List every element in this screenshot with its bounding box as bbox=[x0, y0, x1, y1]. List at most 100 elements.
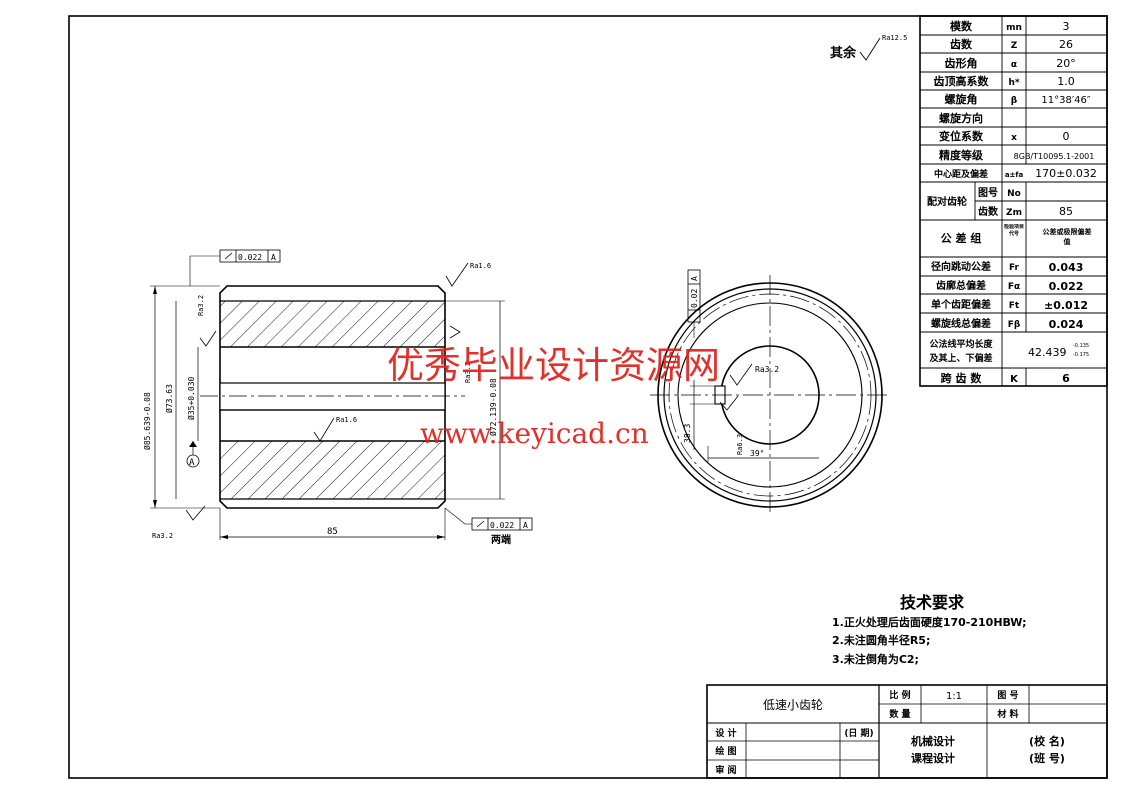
param-name-6: 变位系数 bbox=[939, 129, 984, 143]
watermark-line1: 优秀毕业设计资源网 bbox=[387, 344, 720, 387]
draw-label: 绘 图 bbox=[715, 745, 736, 757]
school-name: (校 名) bbox=[1029, 734, 1065, 748]
k-sym: K bbox=[1010, 374, 1019, 385]
runout-top: 0.022 bbox=[238, 253, 262, 262]
rough-other-label: 其余 bbox=[830, 45, 857, 61]
param-sym-3: h* bbox=[1008, 78, 1019, 88]
rough-bottom-left: Ra3.2 bbox=[152, 532, 173, 540]
param-val-8: 170±0.032 bbox=[1035, 167, 1097, 180]
drawing-frame bbox=[68, 15, 1108, 779]
section-view bbox=[150, 37, 881, 540]
param-sym-1: Z bbox=[1011, 41, 1018, 51]
runout-bottom: 0.022 bbox=[490, 521, 514, 530]
review-label: 审 阅 bbox=[715, 764, 736, 776]
k-label: 跨 齿 数 bbox=[941, 371, 983, 385]
wk-label-2: 及其上、下偏差 bbox=[929, 352, 992, 364]
course-line-2: 课程设计 bbox=[911, 751, 955, 765]
tol-group: 公 差 组 bbox=[941, 231, 982, 245]
dim-root: Ø72.139-0.08 bbox=[488, 378, 498, 436]
param-sym-0: mn bbox=[1006, 23, 1022, 33]
dim-hub: Ø73.63 bbox=[164, 384, 174, 413]
param-name-5: 螺旋方向 bbox=[939, 111, 983, 125]
tech-item-0: 1.正火处理后齿面硬度170-210HBW; bbox=[832, 615, 1027, 629]
dim-width: 85 bbox=[327, 527, 338, 537]
dim-key-depth: 38.3 bbox=[683, 424, 692, 443]
scale-val: 1:1 bbox=[946, 691, 962, 702]
mate-name-1: 齿数 bbox=[978, 205, 999, 218]
rough-keyway: Ra3.2 bbox=[755, 365, 779, 374]
param-sym-4: β bbox=[1011, 96, 1018, 106]
tol-val-3: 0.024 bbox=[1049, 318, 1084, 331]
material-label: 材 料 bbox=[996, 708, 1018, 720]
tol-name-2: 单个齿距偏差 bbox=[931, 298, 991, 311]
both-ends-label: 两端 bbox=[491, 533, 511, 546]
tech-item-1: 2.未注圆角半径R5; bbox=[832, 633, 930, 647]
param-val-2: 20° bbox=[1056, 57, 1076, 70]
tol-sym-3: Fβ bbox=[1008, 320, 1021, 330]
date-label: (日 期) bbox=[844, 727, 873, 739]
rough-top: Ra1.6 bbox=[470, 262, 491, 270]
param-val-4: 11°38′46″ bbox=[1041, 95, 1090, 106]
end-view bbox=[650, 269, 890, 515]
wk-val: 42.439 bbox=[1028, 346, 1067, 359]
design-label: 设 计 bbox=[715, 727, 736, 739]
wk-up: -0.135 bbox=[1073, 343, 1089, 349]
param-val-7: 8GB/T10095.1-2001 bbox=[1014, 152, 1095, 161]
rough-right-face: Ra3.2 bbox=[464, 362, 472, 383]
wk-low: -0.175 bbox=[1073, 352, 1089, 358]
mate-sym-0: No bbox=[1007, 189, 1021, 199]
rough-bore: Ra1.6 bbox=[336, 416, 357, 424]
tol-name-1: 齿廓总偏差 bbox=[936, 279, 986, 292]
param-name-2: 齿形角 bbox=[945, 56, 978, 70]
tol-val-0: 0.043 bbox=[1049, 261, 1084, 274]
tol-val-1: 0.022 bbox=[1049, 280, 1084, 293]
param-sym-2: α bbox=[1011, 60, 1017, 70]
tol-sym-2: Ft bbox=[1009, 301, 1020, 311]
tol-col3: 公差或极限偏差值 bbox=[1042, 228, 1092, 246]
tech-item-2: 3.未注倒角为C2; bbox=[832, 652, 919, 666]
mate-sym-1: Zm bbox=[1006, 208, 1022, 218]
param-name-4: 螺旋角 bbox=[945, 92, 978, 106]
rough-key-side: Ra6.3 bbox=[736, 434, 744, 455]
title-block-grid bbox=[706, 684, 1108, 779]
param-val-0: 3 bbox=[1063, 20, 1070, 33]
tol-name-3: 螺旋线总偏差 bbox=[931, 317, 991, 330]
dim-angle: 39° bbox=[750, 449, 764, 458]
class-no: (班 号) bbox=[1029, 751, 1065, 765]
param-val-3: 1.0 bbox=[1057, 75, 1075, 88]
rough-left-chamfer: Ra3.2 bbox=[197, 295, 205, 316]
param-sym-8: a±fa bbox=[1005, 171, 1024, 179]
runout-bottom-datum: A bbox=[523, 521, 528, 530]
param-name-0: 模数 bbox=[950, 19, 973, 33]
param-sym-6: x bbox=[1011, 133, 1017, 143]
param-table-grid bbox=[919, 15, 1108, 387]
mate-label: 配对齿轮 bbox=[927, 195, 967, 208]
dim-od: Ø85.639-0.08 bbox=[142, 392, 152, 450]
rough-other-value: Ra12.5 bbox=[882, 34, 907, 42]
tol-val-2: ±0.012 bbox=[1044, 299, 1088, 312]
qty-label: 数 量 bbox=[889, 708, 910, 720]
tol-col2: 检验项目代号 bbox=[1003, 224, 1024, 237]
param-name-3: 齿顶高系数 bbox=[934, 74, 990, 88]
param-val-1: 26 bbox=[1059, 38, 1073, 51]
k-val: 6 bbox=[1062, 372, 1070, 385]
param-name-7: 精度等级 bbox=[939, 148, 984, 162]
part-name: 低速小齿轮 bbox=[763, 698, 823, 712]
param-name-1: 齿数 bbox=[950, 37, 973, 51]
datum-label: A bbox=[189, 458, 195, 468]
runout-circle-datum: A bbox=[690, 276, 699, 281]
mate-val-1: 85 bbox=[1059, 205, 1073, 218]
drawing-no-label: 图 号 bbox=[997, 690, 1018, 701]
runout-top-datum: A bbox=[271, 253, 276, 262]
watermark-line2: www.keyicad.cn bbox=[420, 417, 649, 450]
mate-name-0: 图号 bbox=[978, 187, 998, 199]
runout-circle: 0.02 bbox=[690, 289, 699, 308]
scale-label: 比 例 bbox=[889, 689, 910, 701]
tol-sym-1: Fα bbox=[1008, 282, 1020, 292]
tol-sym-0: Fr bbox=[1009, 263, 1020, 273]
dim-bore: Ø35+0.030 bbox=[186, 376, 196, 420]
wk-label-1: 公法线平均长度 bbox=[929, 338, 993, 350]
param-name-8: 中心距及偏差 bbox=[934, 168, 988, 180]
param-val-6: 0 bbox=[1063, 130, 1070, 143]
